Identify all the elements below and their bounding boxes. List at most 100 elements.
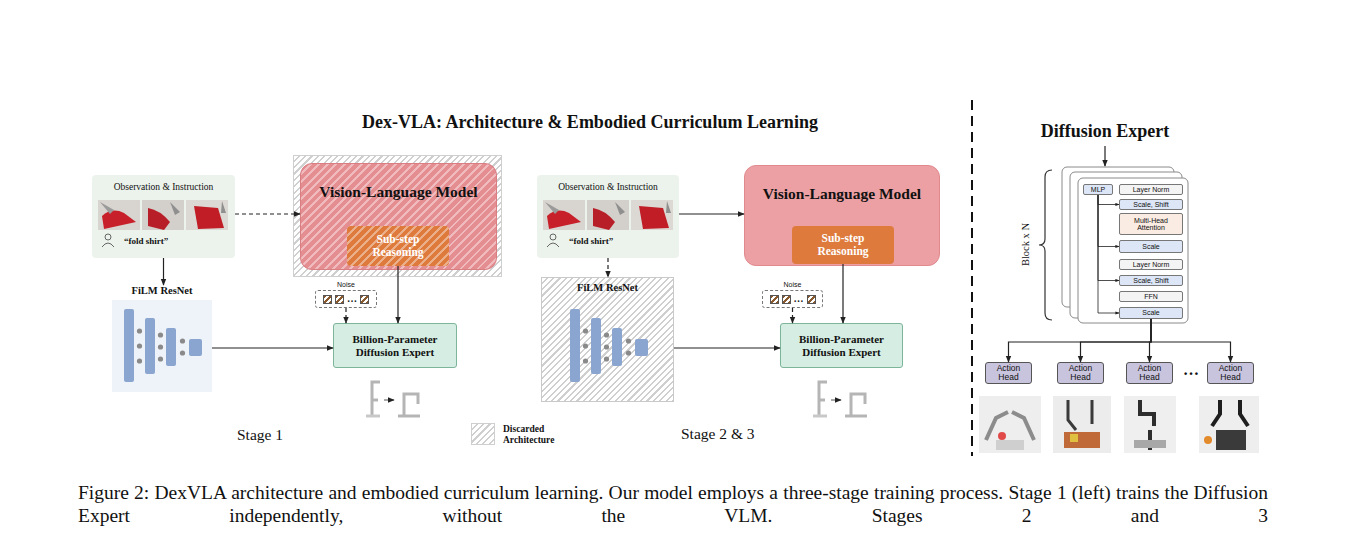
node-text: Billion-Parameter Diffusion Expert (334, 324, 456, 367)
person-icon (547, 243, 559, 247)
arm (986, 412, 1034, 440)
robot-photo (979, 396, 1041, 453)
photo (979, 396, 1041, 453)
diagram-title: Dex-VLA: Architecture & Embodied Curricu… (240, 112, 940, 133)
node-text: Layer Norm (1120, 185, 1182, 194)
node-text: Sub-step Reasoning (792, 226, 894, 264)
scale-box: Scale (1119, 240, 1183, 253)
arm-base (366, 415, 380, 418)
diffusion-expert-box: Billion-Parameter Diffusion Expert (333, 323, 457, 368)
connector (792, 308, 793, 323)
resnet-layer (591, 318, 601, 374)
input-panel: Observation & Instruction“fold shirt” (537, 175, 679, 258)
mlp-box: MLP (1083, 184, 1113, 195)
observation-photos (543, 200, 673, 247)
arm (819, 382, 827, 416)
noise-token (360, 295, 369, 304)
table (996, 440, 1024, 450)
arm (845, 394, 867, 416)
noise-token (335, 295, 344, 304)
norm-box: Layer Norm (1119, 184, 1183, 195)
stack-card (1078, 178, 1188, 323)
noise-box: … Noise (762, 280, 823, 308)
node-text: Scale, Shift (1120, 200, 1182, 209)
input-arrow (1104, 146, 1105, 166)
action-head: Action Head (1057, 362, 1104, 384)
attention-box: Multi-Head Attention (1119, 213, 1183, 235)
gripper (666, 201, 671, 213)
node-text: Scale, Shift (1120, 276, 1182, 285)
connector (1081, 319, 1152, 362)
robot-body (1216, 430, 1246, 450)
node-text: Observation & Instruction (92, 182, 235, 192)
gripper (100, 202, 114, 214)
object (1204, 436, 1212, 444)
node-text: Scale (1120, 308, 1182, 318)
noise-token (770, 295, 779, 304)
node-text: Vision-Language Model (301, 183, 496, 201)
norm-box: Layer Norm (1119, 259, 1183, 270)
encoder-block: FiLM ResNet (541, 277, 674, 402)
arm-base (813, 415, 827, 418)
shirt (148, 208, 170, 230)
legend-swatch (471, 423, 495, 445)
node-text: Billion-Parameter Diffusion Expert (781, 324, 902, 367)
text-label: Block x N (1020, 215, 1031, 275)
input-panel: Observation & Instruction “fold shirt” (92, 175, 235, 258)
node-text: Noise (762, 280, 823, 289)
photo (1199, 396, 1259, 453)
person-icon (105, 234, 111, 240)
photo (631, 200, 673, 230)
node-text: Vision-Language Model (745, 185, 939, 203)
reasoning-box: Sub-step Reasoning (347, 226, 449, 266)
object (1070, 434, 1078, 442)
node-text: “fold shirt” (124, 236, 168, 246)
observation-photos (98, 200, 228, 247)
connector (1098, 195, 1119, 205)
shirt (194, 206, 224, 229)
node-text: Action Head (1208, 363, 1253, 383)
connector (1009, 319, 1152, 362)
resnet-layer (189, 339, 202, 356)
table (1134, 440, 1166, 448)
connector (212, 347, 333, 348)
arm (1068, 400, 1092, 430)
arm-arrow (831, 400, 841, 401)
action-head: Action Head (985, 362, 1032, 384)
node-text: Layer Norm (1120, 260, 1182, 269)
resnet-layer (166, 328, 176, 366)
node-text: FiLM ResNet (542, 282, 673, 293)
robot-arm-icon (366, 382, 420, 416)
photo (587, 200, 629, 230)
resnet-layer (635, 339, 648, 356)
photo (1053, 396, 1111, 453)
node-text: … (794, 294, 804, 304)
person-icon (102, 243, 114, 247)
robot-arm-icon (813, 382, 867, 416)
text-label: … (1183, 361, 1199, 379)
resnet-layer (570, 309, 580, 382)
figure-caption: Figure 2: DexVLA architecture and embodi… (78, 481, 1268, 527)
shirt (593, 208, 615, 230)
node-text: “fold shirt” (569, 236, 613, 246)
noise-box: …Noise (315, 280, 377, 308)
noise-token (323, 295, 332, 304)
node-text: FiLM ResNet (112, 285, 212, 296)
node-text: Noise (315, 280, 377, 289)
node-text: Action Head (1127, 363, 1172, 383)
photo (1124, 396, 1176, 453)
modulation-box: Scale, Shift (1119, 275, 1183, 286)
noise-tokens: … (315, 290, 377, 308)
connector (1098, 195, 1119, 281)
bin (1064, 432, 1100, 448)
robot-photo (1053, 396, 1111, 453)
photo (142, 200, 184, 230)
photo (543, 200, 585, 230)
resnet-layer (145, 318, 155, 374)
resnet-drawing (124, 309, 202, 382)
arm (372, 382, 380, 416)
gripper (615, 202, 625, 215)
